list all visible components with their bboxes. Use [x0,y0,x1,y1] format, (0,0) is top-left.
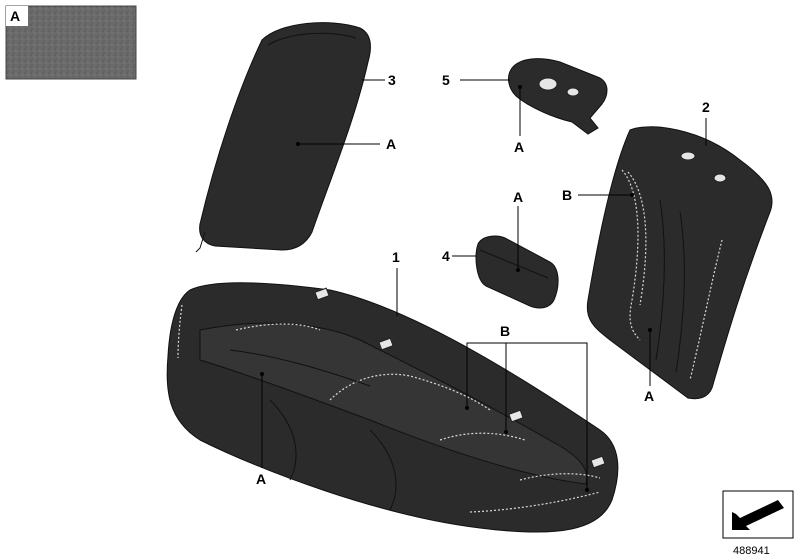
cushion-seam-1 [269,399,297,481]
trim-piece: 5 A [442,58,608,155]
cushion-stitch-left [177,304,183,359]
trim-hole-right [566,87,580,97]
callout-trim-number: 5 [442,72,450,88]
backrest-seam-2 [675,211,685,373]
trim-piece-shape [508,58,608,135]
seat-cushion: 1 B A [166,249,619,533]
swatch-label: A [10,8,20,24]
cushion-seam-2 [369,429,397,511]
callout-backrest-number: 2 [702,99,710,115]
callout-backrest-material: A [644,388,654,404]
part-number: 488941 [733,545,770,557]
backrest-stitch-left-inner [627,171,647,306]
small-cover: 4 A [442,189,559,309]
callout-cushion-stitch: B [500,323,510,339]
orientation-symbol [722,490,794,539]
cushion-stitch-2 [329,373,491,411]
callout-armrest-number: 3 [388,72,396,88]
small-cover-shape [475,235,559,309]
cushion-stitch-3 [439,432,526,441]
small-cover-edge [479,249,549,279]
cushion-tab-3 [508,409,524,423]
callout-trim-material: A [514,139,524,155]
leader-dot-cushion-stitch-3 [585,488,589,492]
cushion-seam-3 [229,349,371,387]
swatch-label-box [6,6,28,26]
backrest-cover: 2 B A [562,99,773,404]
trim-hole-left [538,77,558,91]
backrest-seam-1 [655,199,665,361]
armrest-cover-shape [199,22,371,251]
armrest-clip [195,231,206,253]
leader-dot-cushion-stitch-2 [504,430,508,434]
armrest-top-seam [267,32,357,46]
cushion-tab-1 [314,287,330,301]
callout-armrest-material: A [386,136,396,152]
backrest-hole-left [680,151,696,161]
cushion-tab-2 [378,337,394,351]
cushion-stitch-4 [519,473,601,481]
armrest-cover: 3 A [195,22,396,253]
leader-cushion-stitch-bracket [466,342,588,490]
arrow-icon [732,500,784,530]
material-swatch: A [5,5,137,80]
backrest-hole-right [713,173,727,183]
cushion-tab-4 [590,455,606,469]
callout-cushion-number: 1 [392,249,400,265]
cushion-tabs [314,287,606,469]
callout-backrest-stitch: B [562,187,572,203]
callout-cover-number: 4 [442,248,450,264]
cushion-stitch-bottom [469,491,601,513]
callout-cover-material: A [513,189,523,205]
leader-dot-cushion-stitch-1 [465,406,469,410]
callout-cushion-material: A [256,471,266,487]
backrest-cover-shape [586,126,773,400]
